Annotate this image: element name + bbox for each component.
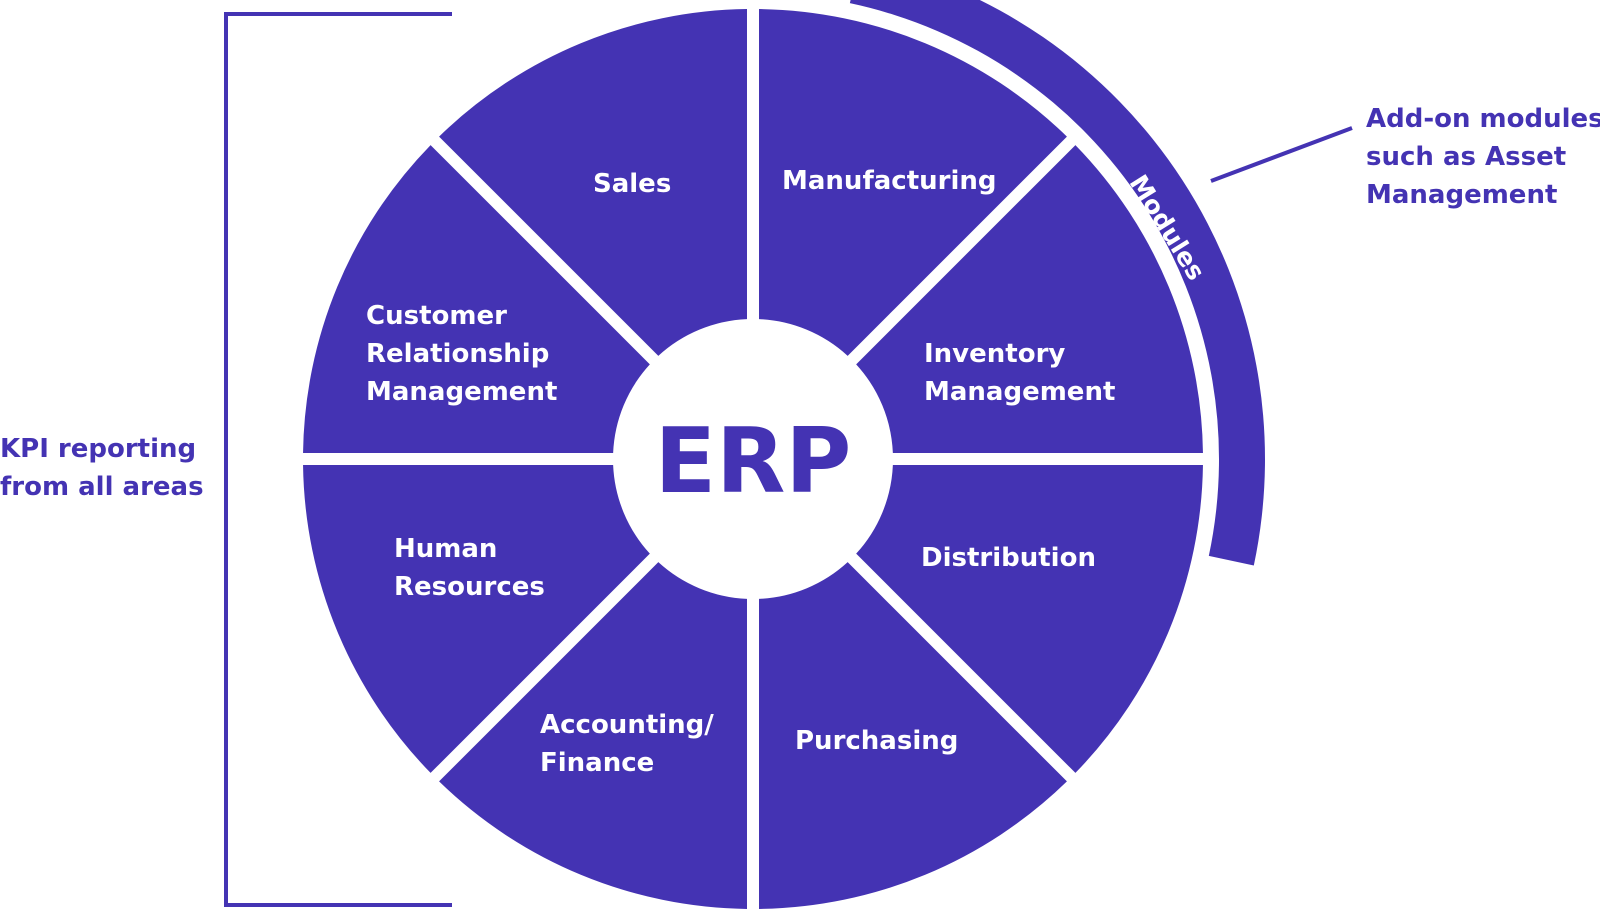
segment-label-inventory-management: Inventory Management <box>924 339 1115 407</box>
segment-sales <box>759 9 1067 356</box>
add-on-connector-line <box>1210 126 1353 183</box>
segment-label-sales: Sales <box>593 169 671 199</box>
segment-label-manufacturing: Manufacturing <box>782 166 997 196</box>
segment-label-distribution: Distribution <box>921 543 1096 573</box>
segment-inventory-management <box>856 465 1203 773</box>
segment-human-resources <box>303 145 650 453</box>
segment-label-human-resources: Human Resources <box>394 534 545 602</box>
kpi-bracket <box>224 12 452 907</box>
segments-group <box>303 9 1203 909</box>
segment-manufacturing <box>856 145 1203 453</box>
segment-distribution <box>759 562 1067 909</box>
segment-customer-relationship-management <box>439 9 747 356</box>
add-on-callout: Add-on modules such as Asset Management <box>1366 104 1600 210</box>
segment-label-accounting-finance: Accounting/ Finance <box>540 710 723 778</box>
segment-label-customer-relationship-management: Customer Relationship Management <box>366 301 558 407</box>
segment-purchasing <box>439 562 747 909</box>
modules-band <box>849 0 1265 566</box>
kpi-callout: KPI reporting from all areas <box>0 434 205 502</box>
segment-accounting-finance <box>303 465 650 773</box>
center-label: ERP <box>655 409 852 514</box>
segment-label-purchasing: Purchasing <box>795 726 958 756</box>
